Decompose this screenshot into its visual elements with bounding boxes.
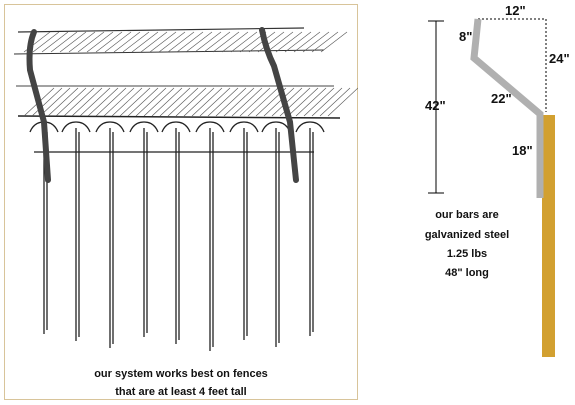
picket-loop: [129, 121, 159, 133]
netting-hatch: [176, 31, 204, 53]
netting-hatch: [284, 31, 312, 53]
extension-bar-right: [259, 27, 299, 183]
netting-hatch: [194, 31, 222, 53]
netting-hatch: [86, 31, 114, 53]
spec-line4: 48" long: [445, 267, 489, 279]
netting-hatch: [71, 87, 103, 117]
netting-hatch: [167, 87, 199, 117]
netting-hatch: [203, 31, 231, 53]
netting-hatch: [183, 87, 215, 117]
picket-loop: [195, 121, 225, 133]
netting-hatch: [151, 87, 183, 117]
netting-hatch: [77, 31, 105, 53]
wire-netting: [13, 27, 358, 153]
netting-hatch: [122, 31, 150, 53]
netting-hatch: [55, 87, 87, 117]
netting-hatch: [230, 31, 258, 53]
netting-hatch: [31, 87, 63, 117]
netting-hatch: [87, 87, 119, 117]
netting-hatch: [320, 31, 348, 53]
netting-hatch: [104, 31, 132, 53]
diagonal-label: 22": [491, 91, 512, 106]
netting-hatch: [263, 87, 295, 117]
netting-hatch: [199, 87, 231, 117]
netting-hatch: [159, 87, 191, 117]
netting-hatch: [327, 87, 358, 117]
netting-hatch: [135, 87, 167, 117]
extension-bar-left: [26, 29, 51, 183]
netting-hatch: [95, 87, 127, 117]
netting-hatch: [158, 31, 186, 53]
netting-hatch: [223, 87, 255, 117]
fence-sketch-frame: [4, 4, 358, 400]
steel-bar: [470, 18, 544, 198]
netting-hatch: [32, 31, 60, 53]
netting-hatch: [127, 87, 159, 117]
picket-loop: [61, 121, 91, 133]
netting-hatch: [247, 87, 279, 117]
netting-hatch: [311, 31, 339, 53]
netting-hatch: [131, 31, 159, 53]
netting-hatch: [212, 31, 240, 53]
netting-hatch: [191, 87, 223, 117]
netting-hatch: [295, 87, 327, 117]
netting-hatch: [207, 87, 239, 117]
netting-hatch: [311, 87, 343, 117]
netting-hatch: [113, 31, 141, 53]
picket-loop: [261, 121, 291, 133]
netting-hatch: [143, 87, 175, 117]
netting-hatch: [41, 31, 69, 53]
picket-loop: [229, 121, 259, 133]
netting-hatch: [257, 31, 285, 53]
netting-hatch: [149, 31, 177, 53]
netting-hatch: [231, 87, 263, 117]
top-offset-label: 12": [505, 3, 526, 18]
fence-post: [542, 115, 555, 357]
netting-hatch: [185, 31, 213, 53]
picket-loop: [95, 121, 125, 133]
height-label: 42": [425, 98, 446, 113]
netting-hatch: [215, 87, 247, 117]
netting-hatch: [79, 87, 111, 117]
spec-line2: galvanized steel: [424, 229, 510, 241]
rise-label: 24": [549, 51, 570, 66]
netting-hatch: [103, 87, 135, 117]
netting-hatch: [266, 31, 294, 53]
netting-hatch: [39, 87, 71, 117]
netting-hatch: [47, 87, 79, 117]
netting-hatch: [68, 31, 96, 53]
netting-hatch: [302, 31, 330, 53]
netting-hatch: [59, 31, 87, 53]
netting-hatch: [293, 31, 321, 53]
netting-hatch: [303, 87, 335, 117]
picket-loop: [295, 121, 325, 133]
netting-hatch: [175, 87, 207, 117]
netting-hatch: [111, 87, 143, 117]
netting-hatch: [167, 31, 195, 53]
mount-label: 18": [512, 143, 533, 158]
illustration-caption-line2: that are at least 4 feet tall: [115, 386, 247, 398]
netting-hatch: [95, 31, 123, 53]
fence-sketch: [13, 27, 358, 351]
illustration-caption-line1: our system works best on fences: [94, 368, 268, 380]
hook-label: 8": [459, 29, 473, 44]
netting-hatch: [119, 87, 151, 117]
picket-loop: [161, 121, 191, 133]
spec-line1: our bars are: [435, 209, 499, 221]
netting-hatch: [275, 31, 303, 53]
netting-hatch: [239, 87, 271, 117]
netting-hatch: [63, 87, 95, 117]
netting-hatch: [221, 31, 249, 53]
spec-line3: 1.25 lbs: [446, 248, 488, 260]
netting-hatch: [50, 31, 78, 53]
netting-hatch: [287, 87, 319, 117]
netting-hatch: [140, 31, 168, 53]
netting-hatch: [319, 87, 351, 117]
